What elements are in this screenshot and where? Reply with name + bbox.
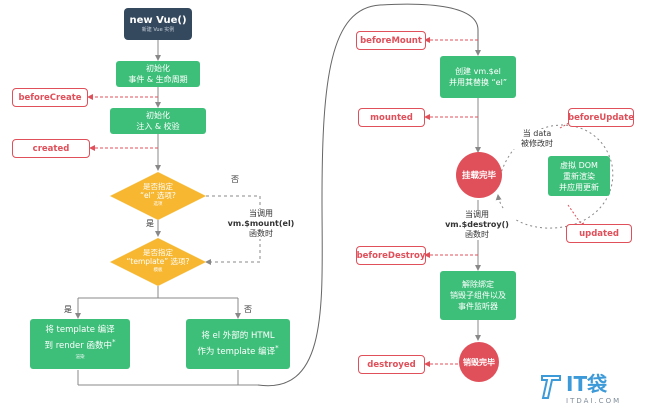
hook-mounted: mounted bbox=[358, 108, 425, 127]
rerender-line2: 重新渲染 bbox=[563, 171, 595, 181]
watermark-logo: IT袋 ITDAI.COM bbox=[540, 372, 644, 410]
diamond-template-note: 模板 bbox=[153, 268, 163, 273]
rerender-node: 虚拟 DOM 重新渲染 并应用更新 bbox=[548, 156, 610, 196]
create-el-line2: 并用其替换 “el” bbox=[449, 78, 507, 87]
update-loop-path bbox=[495, 124, 614, 229]
new-vue-node: new Vue() 新建 Vue 实例 bbox=[124, 8, 192, 40]
init-events-line2: 事件 & 生命周期 bbox=[128, 75, 188, 84]
call-mount-line2: vm.$mount(el) bbox=[227, 219, 295, 228]
new-vue-title: new Vue() bbox=[129, 14, 187, 26]
label-call-mount: 当调用 vm.$mount(el) 函数时 bbox=[212, 209, 310, 239]
create-el-node: 创建 vm.$el 并用其替换 “el” bbox=[440, 56, 516, 98]
hook-destroyed-label: destroyed bbox=[367, 359, 416, 370]
hook-created-label: created bbox=[32, 143, 70, 154]
hook-beforecreate: beforeCreate bbox=[12, 88, 88, 107]
init-events-line1: 初始化 bbox=[146, 64, 170, 73]
compile-outer-line2: 作为 template 编译 bbox=[197, 346, 276, 357]
compile-outer-line2-wrap: 作为 template 编译* bbox=[197, 342, 278, 358]
compile-outer-node: 将 el 外部的 HTML 作为 template 编译* bbox=[186, 319, 290, 369]
label-yes-template: 是 bbox=[64, 305, 72, 314]
label-no-el: 否 bbox=[231, 175, 239, 184]
hook-beforemount: beforeMount bbox=[356, 31, 426, 50]
label-call-destroy: 当调用 vm.$destroy() 函数时 bbox=[438, 210, 516, 240]
hook-beforeupdate: beforeUpdate bbox=[568, 108, 634, 127]
compile-template-line1: 将 template 编译 bbox=[45, 325, 115, 336]
call-mount-line3: 函数时 bbox=[249, 229, 273, 238]
call-destroy-line3: 函数时 bbox=[465, 230, 489, 239]
compile-template-note: 渲染 bbox=[75, 354, 85, 360]
data-change-line1: 当 data bbox=[522, 129, 552, 138]
teardown-line1: 解除绑定 bbox=[462, 280, 494, 289]
hook-beforedestroy-label: beforeDestroy bbox=[356, 250, 426, 261]
compile-template-line2-wrap: 到 render 函数中* bbox=[45, 336, 116, 352]
hook-beforeupdate-label: beforeUpdate bbox=[568, 112, 634, 123]
flow-curve-to-mount bbox=[257, 3, 481, 387]
init-events-node: 初始化 事件 & 生命周期 bbox=[116, 61, 200, 87]
teardown-line2: 销毁子组件以及 bbox=[450, 291, 506, 300]
watermark-brand: IT袋 bbox=[566, 372, 608, 396]
init-inject-line1: 初始化 bbox=[146, 111, 170, 120]
teardown-line3: 事件监听器 bbox=[458, 302, 498, 311]
label-data-change: 当 data 被修改时 bbox=[513, 129, 561, 149]
init-inject-node: 初始化 注入 & 校验 bbox=[110, 108, 206, 134]
hook-beforedestroy: beforeDestroy bbox=[356, 246, 426, 265]
diamond-template-text: 是否指定 “template” 选项? 模板 bbox=[116, 248, 200, 275]
diamond-el-shape bbox=[110, 172, 206, 220]
diamond-el-line2: “el” 选项? bbox=[140, 191, 176, 200]
destroyed-circle-label: 销毁完毕 bbox=[463, 357, 495, 367]
compile-outer-line1: 将 el 外部的 HTML bbox=[201, 330, 275, 341]
init-inject-line2: 注入 & 校验 bbox=[136, 122, 180, 131]
diamond-el-note: 选项 bbox=[153, 202, 163, 207]
diamond-el-line1: 是否指定 bbox=[143, 182, 173, 191]
hook-destroyed: destroyed bbox=[358, 355, 425, 374]
hook-line-updated bbox=[567, 204, 585, 229]
hook-created: created bbox=[12, 139, 90, 158]
mounted-circle-label: 挂载完毕 bbox=[461, 171, 496, 181]
new-vue-subtitle: 新建 Vue 实例 bbox=[141, 26, 175, 33]
diamond-el-text: 是否指定 “el” 选项? 选项 bbox=[120, 182, 196, 209]
teardown-node: 解除绑定 销毁子组件以及 事件监听器 bbox=[440, 271, 516, 320]
hook-beforemount-label: beforeMount bbox=[360, 35, 422, 46]
rerender-line1: 虚拟 DOM bbox=[560, 160, 598, 170]
hook-beforecreate-label: beforeCreate bbox=[18, 92, 82, 103]
diamond-template-shape bbox=[110, 238, 206, 286]
call-mount-line1: 当调用 bbox=[249, 209, 273, 218]
create-el-line1: 创建 vm.$el bbox=[455, 67, 501, 76]
mounted-circle: 挂载完毕 bbox=[456, 152, 502, 198]
hook-mounted-label: mounted bbox=[370, 112, 413, 123]
label-no-template: 否 bbox=[244, 305, 252, 314]
diamond-template-line2: “template” 选项? bbox=[126, 257, 190, 266]
watermark-url: ITDAI.COM bbox=[566, 397, 622, 405]
compile-template-line2: 到 render 函数中 bbox=[44, 340, 112, 351]
hook-updated: updated bbox=[566, 224, 632, 243]
hook-updated-label: updated bbox=[579, 228, 619, 239]
compile-outer-star: * bbox=[275, 342, 279, 352]
watermark-mark-icon bbox=[541, 375, 561, 399]
data-change-line2: 被修改时 bbox=[521, 139, 553, 148]
compile-template-star: * bbox=[111, 337, 116, 347]
call-destroy-line1: 当调用 bbox=[465, 210, 489, 219]
destroyed-circle: 销毁完毕 bbox=[459, 342, 499, 382]
rerender-line3: 并应用更新 bbox=[559, 182, 599, 192]
call-destroy-line2: vm.$destroy() bbox=[445, 220, 509, 229]
diamond-template-line1: 是否指定 bbox=[143, 248, 173, 257]
compile-template-node: 将 template 编译 到 render 函数中* 渲染 bbox=[30, 319, 130, 369]
label-yes-el: 是 bbox=[146, 219, 154, 228]
